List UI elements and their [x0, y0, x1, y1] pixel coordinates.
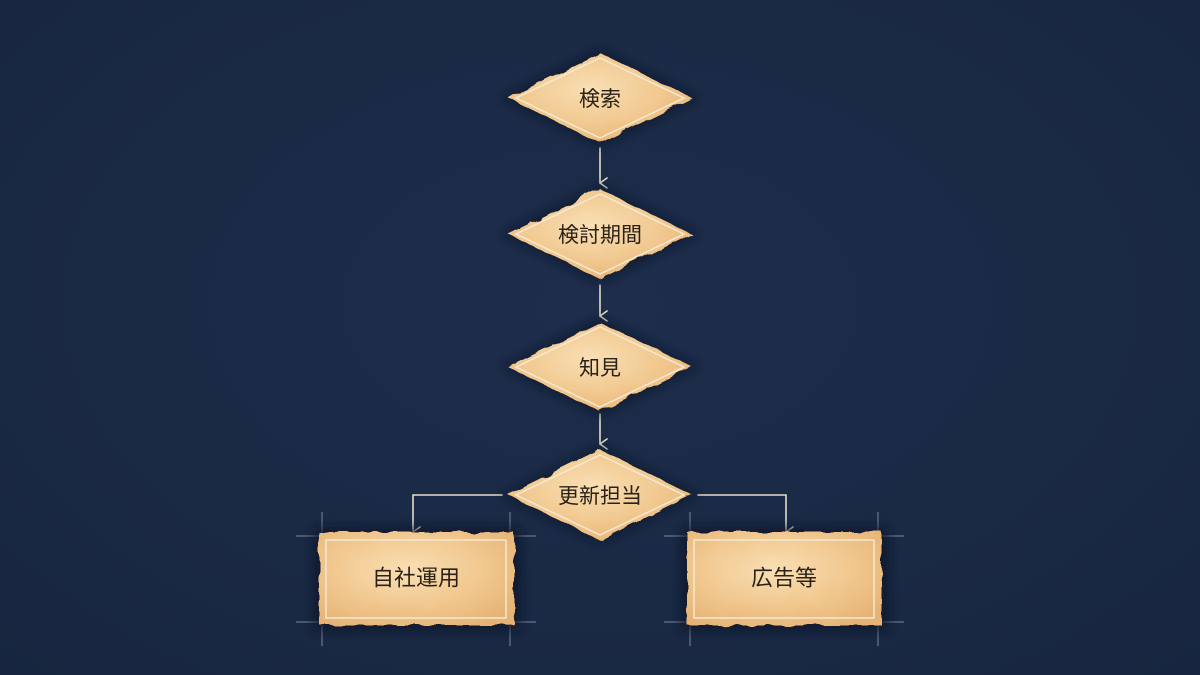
node-paint — [508, 322, 692, 412]
box-ads[interactable]: 広告等 — [664, 512, 904, 646]
connectors — [412, 147, 794, 538]
node-border — [514, 193, 686, 275]
node-paint — [687, 532, 882, 625]
node-paint — [508, 189, 692, 279]
diamond-consideration[interactable]: 検討期間 — [503, 186, 697, 282]
diamond-insight[interactable]: 知見 — [503, 319, 697, 415]
connector-renewal-to-inhouse — [412, 494, 503, 538]
node-border — [325, 539, 507, 619]
node-paint — [319, 532, 514, 625]
node-label-insight: 知見 — [579, 356, 621, 380]
connector-renewal-to-ads — [697, 494, 794, 538]
node-label-renewal: 更新担当 — [558, 484, 642, 508]
node-border — [514, 57, 686, 139]
node-label-consideration: 検討期間 — [558, 223, 642, 247]
node-paint — [508, 53, 692, 143]
node-border — [514, 326, 686, 408]
node-label-ads: 広告等 — [751, 567, 817, 592]
node-border — [514, 454, 686, 536]
box-inhouse[interactable]: 自社運用 — [296, 512, 536, 646]
diamond-search[interactable]: 検索 — [503, 50, 697, 146]
diamond-renewal[interactable]: 更新担当 — [503, 447, 697, 543]
node-border — [693, 539, 875, 619]
node-paint — [508, 450, 692, 540]
node-label-inhouse: 自社運用 — [372, 567, 460, 592]
node-label-search: 検索 — [579, 87, 621, 111]
